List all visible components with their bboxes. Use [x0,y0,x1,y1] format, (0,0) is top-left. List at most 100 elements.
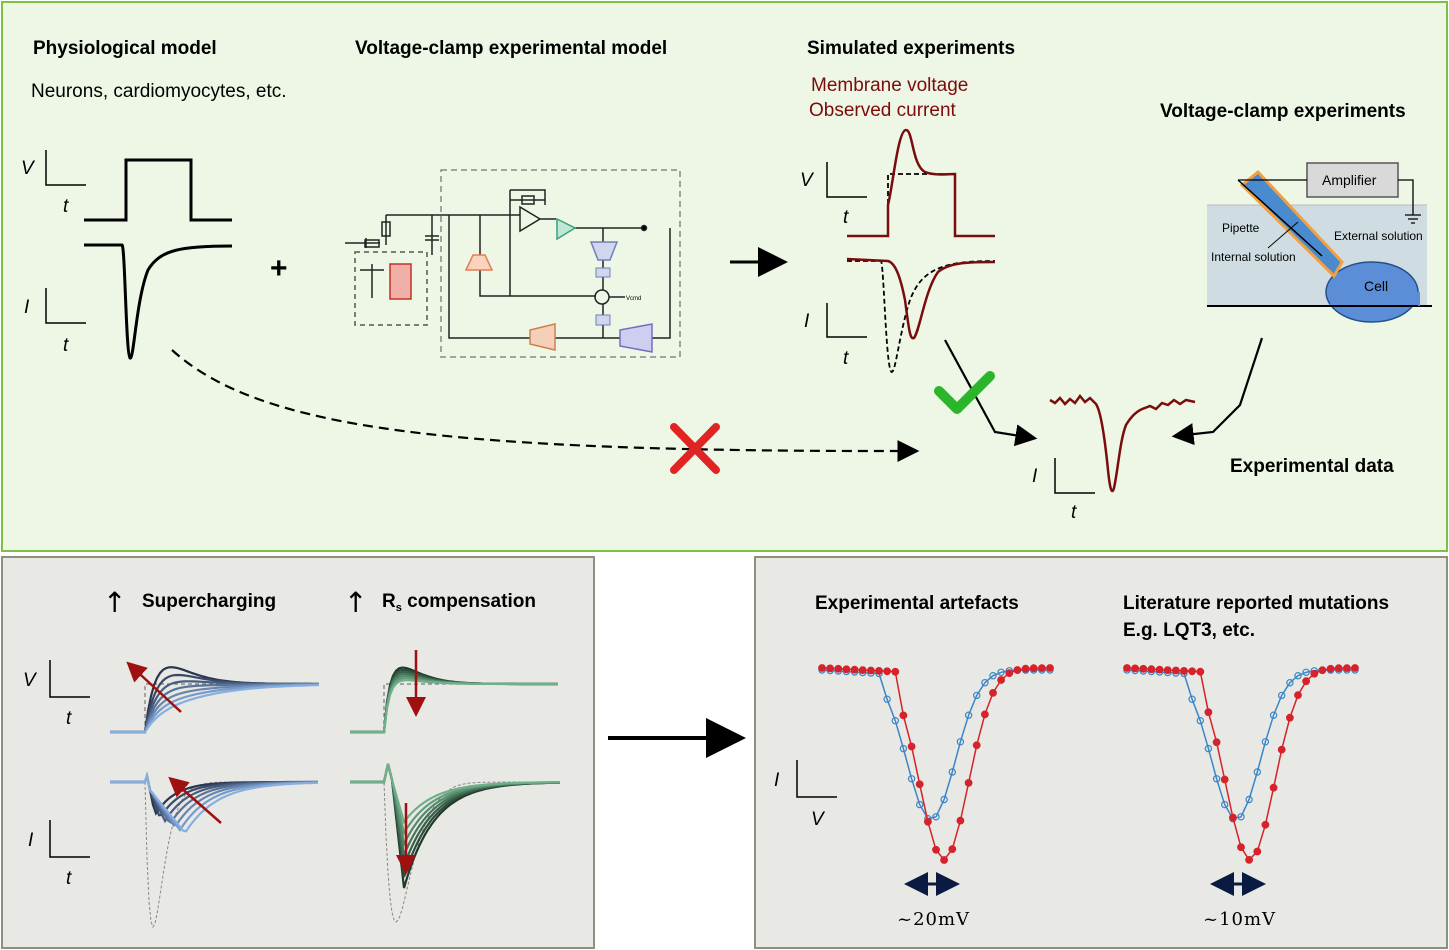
iv-red-point [915,780,924,789]
iv-red-point [1277,745,1286,754]
current-trace [350,763,560,867]
physio-current-trace [84,243,233,360]
axis-label-t: t [843,348,849,369]
iv-red-point [891,667,900,676]
iv-red-point [1237,843,1245,852]
iv-red-point [972,741,981,750]
experimental-data-axes: I t [1032,458,1095,523]
iv-blue-point [1212,775,1221,783]
iv-red-point [1269,783,1278,792]
iv-blue-point [916,800,924,809]
iv-red-point [850,665,859,674]
axis-label-i: I [774,770,780,791]
iv-blue-point [1237,813,1245,821]
iv-red-point [1196,667,1205,676]
physio-axes: V t I t [21,150,86,356]
axis-label-v: V [23,670,38,691]
axis-label-i: I [1032,466,1038,487]
vc-experiments-title: Voltage-clamp experiments [1160,101,1406,122]
iv-red-point [1351,664,1359,672]
amp-trapezoid-orange1 [464,254,494,271]
simulated-voltage-cmd-dashed [887,173,955,236]
iv-red-point [1245,856,1253,864]
iv-red-point [924,817,932,826]
current-trace [110,771,319,833]
external-solution-label: External solution [1334,229,1423,243]
iv-blue-point [981,679,989,687]
iv-blue-point [1294,672,1302,680]
iv-red-point [1302,677,1310,686]
artefacts-title: Experimental artefacts [815,593,1019,614]
iv-red-point [932,845,940,854]
iv-red-point [1123,664,1131,672]
rs-compensation-label: Rs compensation [382,591,536,614]
iv-red-point [1005,669,1014,677]
pipette-body [1239,169,1344,279]
bottom-right-axes: I V [774,760,837,830]
shift-label-10mv: ~10mV [1203,909,1276,930]
voltage-trace [110,683,320,734]
arrow-up-supercharging: ↑ [103,586,126,619]
axis-label-t: t [66,868,72,889]
iv-red-point [883,667,891,676]
iv-red-point [1212,738,1221,747]
simulated-current-dashed [847,260,996,373]
checkmark-icon [934,371,995,414]
iv-red-point [858,666,867,674]
iv-red-point [1253,847,1262,856]
vcmd-label: Vcmd [626,296,641,302]
iv-red-line [1126,667,1356,862]
iv-blue-point [1302,668,1310,677]
iv-blue-line [1126,669,1355,820]
pipette-label: Pipette [1222,221,1260,235]
iv-red-point [1188,667,1196,676]
rs-compensation-voltage-traces [350,666,560,734]
arrow-up-rs: ↑ [344,586,367,619]
iv-red-point [867,666,875,675]
iv-blue-point [989,672,997,680]
iv-red-point [1139,664,1148,673]
iv-red-point [1334,664,1343,673]
iv-red-point [826,664,834,673]
amp-block-blue1 [595,267,611,278]
supercharging-current-arrow [168,776,222,824]
axis-label-i: I [28,830,34,851]
arrow-simulated-to-data [944,339,1038,447]
iv-red-point [818,664,826,672]
iv-red-point [989,689,997,697]
bottom-left-panel [1,556,595,949]
voltage-trace [110,684,320,734]
iv-blue-point [1245,795,1253,804]
iv-red-point [1204,708,1213,717]
axis-label-v: V [21,158,36,179]
cell-label: Cell [1364,278,1388,294]
iv-blue-point [964,711,973,719]
iv-blue-point [932,813,940,821]
supercharging-current-traces [110,771,319,929]
iv-red-point [1037,664,1046,672]
iv-red-point [1147,665,1156,674]
axis-label-t: t [1071,502,1077,523]
iv-red-line [821,667,1051,862]
iv-red-point [1220,775,1229,784]
iv-blue-point [997,668,1005,677]
iv-red-point [940,856,948,864]
amp-trapezoid-blue [589,241,619,261]
iv-blue-point [907,775,916,783]
iv-red-point [1326,664,1335,673]
current-trace [350,763,560,825]
literature-title-line2: E.g. LQT3, etc. [1123,620,1255,641]
iv-blue-point [1277,691,1286,700]
iv-blue-point [891,717,900,725]
supercharging-voltage-arrow [126,661,182,713]
voltage-trace [350,677,558,734]
simulated-voltage-trace [847,128,995,238]
iv-red-point [1171,666,1180,675]
axis-label-t: t [63,335,69,356]
iv-red-point [981,710,989,719]
amp-trapezoid-orange2 [529,323,556,351]
axis-label-t: t [66,708,72,729]
iv-blue-point [956,738,965,746]
voltage-trace [350,679,558,734]
top-panel [1,1,1448,552]
